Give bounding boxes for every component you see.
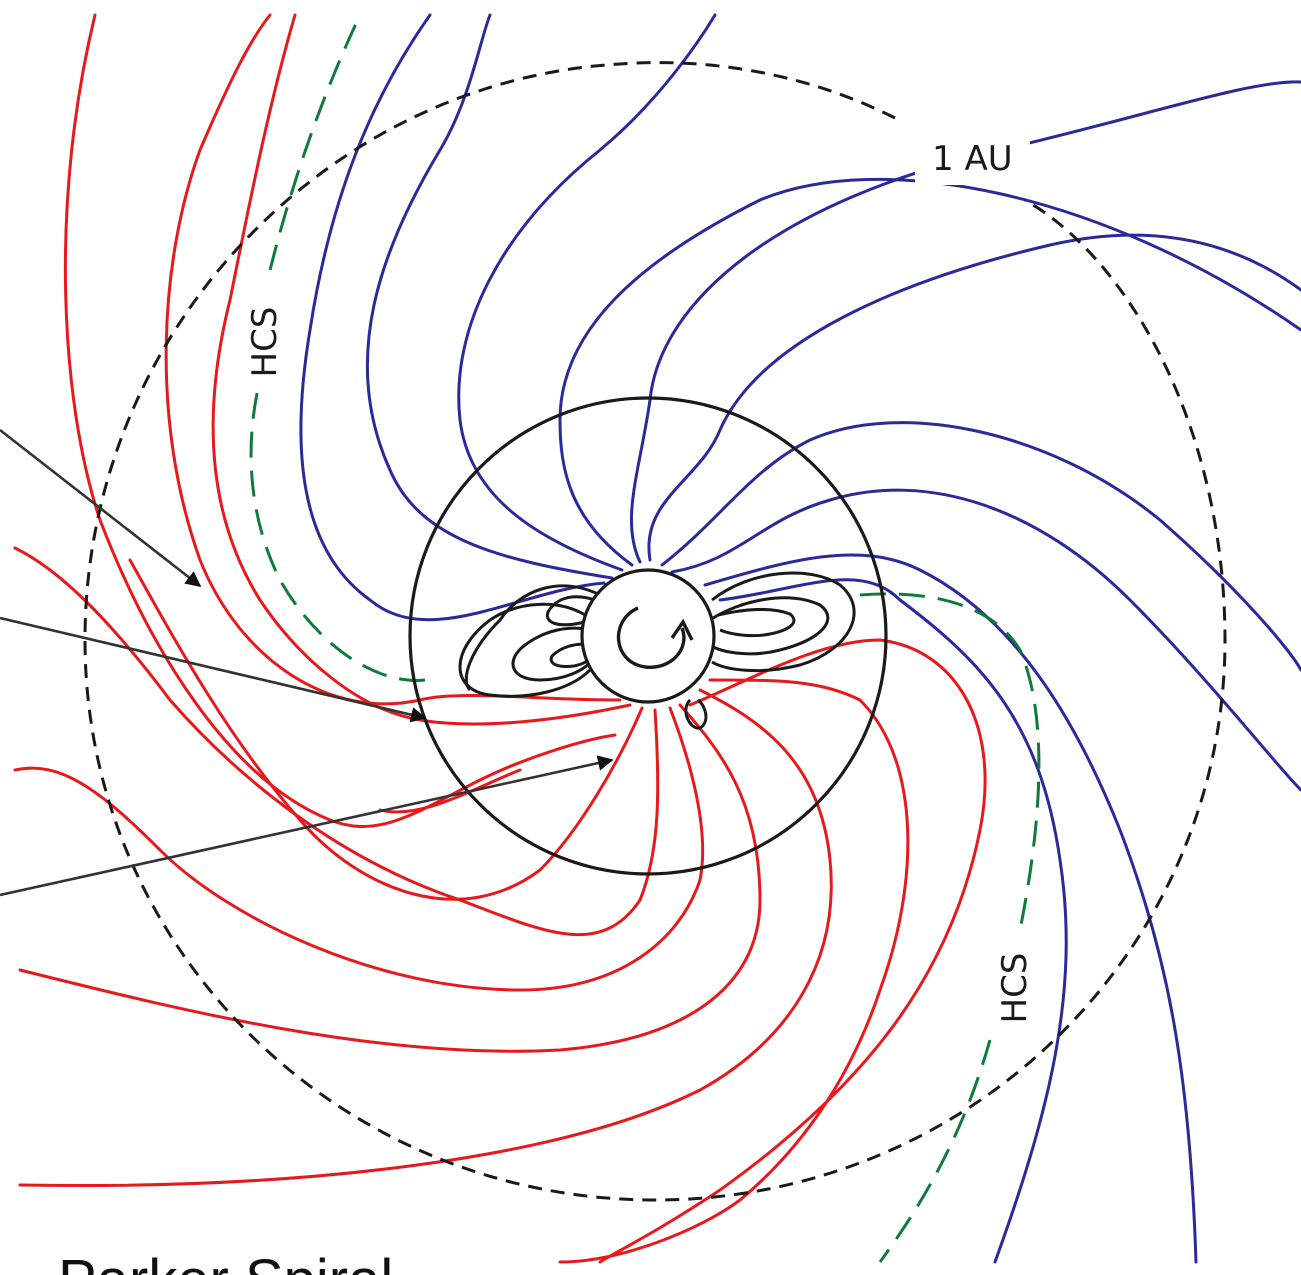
- closed-loop: [464, 584, 601, 692]
- sun-rotation-arrow-icon: [616, 606, 694, 669]
- closed-loop: [717, 607, 796, 638]
- hcs-label-upper: HCS: [245, 307, 285, 378]
- blue-field-line: [457, 13, 717, 572]
- source-surface-circle: [408, 396, 888, 876]
- heliospheric-current-sheet: [249, 14, 1041, 1263]
- pointer-arrow: [0, 755, 614, 897]
- hcs-line-upper: [268, 14, 362, 271]
- closed-loop: [684, 698, 708, 730]
- blue-field-line: [670, 488, 1301, 792]
- blue-field-line: [299, 13, 606, 622]
- pointer-arrows: [0, 428, 614, 897]
- sun: [580, 568, 716, 704]
- blue-field-line: [703, 553, 1198, 1264]
- pointer-arrow: [0, 428, 202, 588]
- red-field-line: [128, 558, 644, 901]
- hcs-label-background: [246, 300, 286, 384]
- blue-field-line: [629, 80, 1301, 564]
- blue-field-line: [365, 13, 614, 580]
- red-field-line: [13, 706, 705, 992]
- closed-loop: [711, 571, 856, 673]
- closed-loop: [709, 596, 830, 656]
- red-field-line: [211, 13, 632, 726]
- closed-loop: [545, 595, 596, 627]
- hcs-line-lower: [878, 1039, 992, 1263]
- closed-loop: [458, 602, 592, 698]
- red-field-line: [558, 678, 910, 1264]
- blue-field-line: [647, 233, 1301, 562]
- red-field-line: [378, 768, 522, 814]
- red-field-line: [18, 688, 833, 1188]
- diagram-title: Parker Spiral: [58, 1248, 393, 1275]
- pointer-arrow: [0, 616, 427, 723]
- red-field-line: [63, 13, 617, 828]
- hcs-line-lower: [859, 592, 1041, 931]
- hcs-line-upper: [249, 379, 426, 682]
- orbit-label: 1 AU: [932, 139, 1013, 179]
- red-field-line: [18, 703, 762, 1053]
- hcs-label-lower: HCS: [995, 953, 1035, 1024]
- outward-field-lines: [299, 13, 1301, 1264]
- closed-loop: [511, 626, 594, 682]
- blue-field-line: [718, 578, 1068, 1264]
- red-field-line: [164, 13, 622, 706]
- hcs-label-background: [996, 946, 1036, 1030]
- blue-field-line: [660, 421, 1301, 672]
- earth-orbit-1au: [83, 61, 1227, 1202]
- red-field-line: [13, 546, 660, 937]
- blue-field-line: [558, 177, 1301, 567]
- closed-field-loops: [458, 571, 856, 730]
- inward-field-lines: [13, 13, 987, 1264]
- orbit-label-background: [915, 130, 1030, 185]
